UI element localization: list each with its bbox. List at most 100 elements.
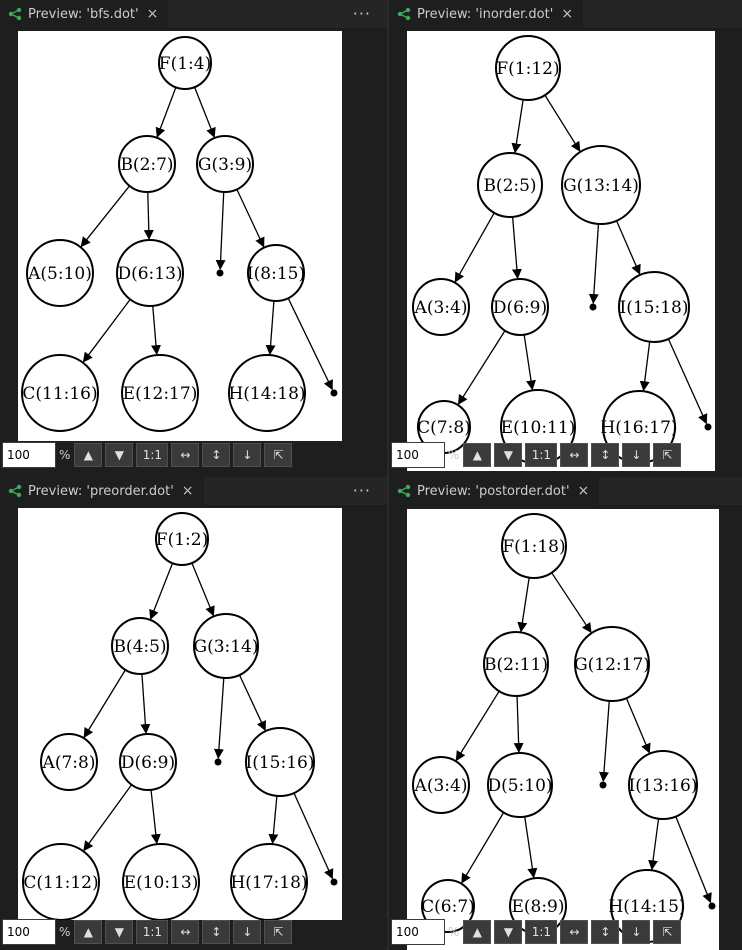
node-label: D(6:9)	[493, 298, 547, 318]
graph-node-f: F(1:4)	[158, 36, 212, 90]
scroll-down-button[interactable]: ↓	[233, 443, 262, 467]
node-circle	[155, 512, 209, 566]
node-circle	[574, 626, 650, 702]
zoom-input[interactable]	[2, 919, 56, 945]
fit-width-button[interactable]: ↔	[171, 443, 200, 467]
scroll-down-button[interactable]: ↓	[622, 920, 651, 944]
graph-edge	[598, 700, 610, 783]
graph-canvas[interactable]: F(1:2)B(4:5)G(3:14)A(7:8)D(6:9)I(15:16)C…	[18, 508, 342, 920]
fit-all-button[interactable]: ⇱	[264, 443, 293, 467]
zoom-out-button[interactable]: ▼	[105, 920, 134, 944]
node-label: I(15:16)	[246, 753, 315, 773]
actual-size-button[interactable]: 1:1	[136, 920, 169, 944]
zoom-input[interactable]	[391, 442, 445, 468]
node-label: I(13:16)	[629, 776, 698, 796]
graph-node-f: F(1:18)	[501, 513, 567, 579]
zoom-out-button[interactable]: ▼	[494, 443, 523, 467]
graph-node-a: A(7:8)	[40, 733, 98, 791]
fit-all-button[interactable]: ⇱	[653, 443, 682, 467]
zoom-out-button[interactable]: ▼	[105, 443, 134, 467]
fit-width-button[interactable]: ↔	[560, 443, 589, 467]
node-label: F(1:4)	[159, 54, 211, 74]
fit-width-button[interactable]: ↔	[560, 920, 589, 944]
zoom-toolbar: % ▲ ▼ 1:1 ↔ ↕ ↓ ⇱	[2, 440, 295, 470]
zoom-in-button[interactable]: ▲	[74, 920, 103, 944]
close-icon[interactable]: ×	[181, 483, 194, 499]
tab-preview-postorder[interactable]: Preview: 'postorder.dot' ×	[389, 477, 600, 505]
graph-edge	[213, 677, 225, 760]
node-label: A(3:4)	[414, 298, 468, 318]
zoom-input[interactable]	[391, 919, 445, 945]
node-circle	[121, 354, 199, 432]
node-label: A(7:8)	[42, 753, 96, 773]
node-label: G(3:14)	[193, 637, 258, 657]
tab-preview-inorder[interactable]: Preview: 'inorder.dot' ×	[389, 0, 584, 28]
tab-bar: Preview: 'bfs.dot' × ···	[0, 0, 387, 29]
zoom-input[interactable]	[2, 442, 56, 468]
graph-edge	[155, 87, 177, 138]
zoom-in-button[interactable]: ▲	[74, 443, 103, 467]
node-circle	[111, 617, 169, 675]
fit-width-button[interactable]: ↔	[171, 920, 200, 944]
close-icon[interactable]: ×	[561, 6, 574, 22]
graph-edge	[82, 299, 131, 363]
tab-preview-bfs[interactable]: Preview: 'bfs.dot' ×	[0, 0, 169, 28]
percent-label: %	[448, 448, 460, 462]
graph-edge	[524, 816, 538, 879]
graph-edge	[461, 812, 505, 884]
node-label: H(14:15)	[608, 897, 685, 917]
node-label: D(5:10)	[487, 776, 552, 796]
actual-size-button[interactable]: 1:1	[525, 443, 558, 467]
percent-label: %	[59, 925, 71, 939]
node-label: D(6:13)	[117, 264, 182, 284]
pane-divider[interactable]	[387, 0, 389, 950]
node-circle	[245, 727, 315, 797]
node-label: H(16:17)	[600, 418, 677, 438]
graph-edge	[511, 99, 524, 154]
tab-preview-preorder[interactable]: Preview: 'preorder.dot' ×	[0, 477, 204, 505]
node-circle	[228, 354, 306, 432]
graph-node-g: G(3:9)	[196, 135, 254, 193]
graph-edge	[268, 795, 279, 845]
node-circle	[487, 752, 553, 818]
tab-label: Preview: 'bfs.dot'	[28, 6, 139, 22]
graph-node-h: H(17:18)	[230, 843, 308, 920]
fit-height-button[interactable]: ↕	[202, 443, 231, 467]
scroll-down-button[interactable]: ↓	[233, 920, 262, 944]
graph-svg: F(1:18)B(2:11)G(12:17)A(3:4)D(5:10)I(13:…	[412, 513, 716, 943]
scroll-down-button[interactable]: ↓	[622, 443, 651, 467]
graph-edge	[193, 86, 216, 138]
more-actions-icon[interactable]: ···	[352, 4, 371, 23]
graph-edge	[675, 816, 712, 904]
graph-node-g: G(12:17)	[574, 626, 650, 702]
zoom-out-button[interactable]: ▼	[494, 920, 523, 944]
node-label: B(4:5)	[113, 637, 166, 657]
graph-node-h: H(14:18)	[228, 354, 306, 432]
graph-svg: F(1:2)B(4:5)G(3:14)A(7:8)D(6:9)I(15:16)C…	[22, 512, 338, 920]
zoom-in-button[interactable]: ▲	[463, 920, 492, 944]
graph-node-i: I(15:18)	[618, 271, 690, 343]
node-label: C(11:16)	[22, 384, 97, 404]
graph-node-d: D(5:10)	[487, 752, 553, 818]
graph-canvas[interactable]: F(1:12)B(2:5)G(13:14)A(3:4)D(6:9)I(15:18…	[407, 31, 715, 471]
graph-canvas[interactable]: F(1:4)B(2:7)G(3:9)A(5:10)D(6:13)I(8:15)C…	[18, 31, 342, 441]
node-label: C(6:7)	[421, 897, 475, 917]
fit-height-button[interactable]: ↕	[202, 920, 231, 944]
close-icon[interactable]: ×	[577, 483, 590, 499]
node-label: F(1:2)	[156, 530, 208, 550]
fit-height-button[interactable]: ↕	[591, 443, 620, 467]
fit-all-button[interactable]: ⇱	[264, 920, 293, 944]
fit-all-button[interactable]: ⇱	[653, 920, 682, 944]
graph-canvas[interactable]: F(1:18)B(2:11)G(12:17)A(3:4)D(5:10)I(13:…	[407, 509, 719, 950]
graph-node-c: C(11:16)	[21, 354, 99, 432]
node-label: G(3:9)	[198, 155, 252, 175]
more-actions-icon[interactable]: ···	[352, 481, 371, 500]
close-icon[interactable]: ×	[146, 6, 159, 22]
node-circle	[628, 750, 698, 820]
percent-label: %	[448, 925, 460, 939]
actual-size-button[interactable]: 1:1	[136, 443, 169, 467]
fit-height-button[interactable]: ↕	[591, 920, 620, 944]
node-label: I(8:15)	[247, 264, 305, 284]
zoom-in-button[interactable]: ▲	[463, 443, 492, 467]
actual-size-button[interactable]: 1:1	[525, 920, 558, 944]
